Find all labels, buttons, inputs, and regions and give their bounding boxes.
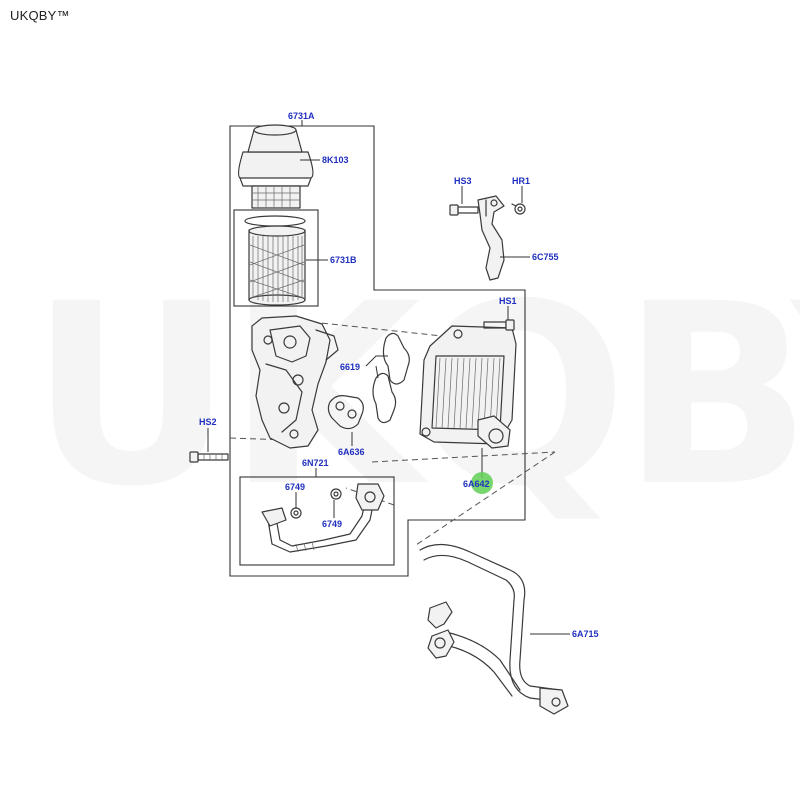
seal-6a636 xyxy=(327,395,364,430)
label-hs3: HS3 xyxy=(454,176,472,186)
label-hs2: HS2 xyxy=(199,417,217,427)
leader-6619 xyxy=(365,355,388,379)
gasket-6619-upper xyxy=(382,332,410,385)
label-6n721: 6N721 xyxy=(302,458,329,468)
label-8k103: 8K103 xyxy=(322,155,349,165)
label-6731a: 6731A xyxy=(288,111,315,121)
pipe-assy-6n721 xyxy=(261,483,385,553)
gasket-6619-lower xyxy=(372,372,397,424)
label-6749-b: 6749 xyxy=(322,519,342,529)
bolt-hs2 xyxy=(189,451,229,463)
hose-bracket-6c755 xyxy=(477,195,505,281)
label-6731b: 6731B xyxy=(330,255,357,265)
highlight-dot xyxy=(471,472,493,494)
clip-6749-a xyxy=(290,507,302,519)
oil-cooler xyxy=(419,325,517,449)
bolt-hs1 xyxy=(483,319,515,331)
assembly-outline xyxy=(229,125,526,577)
label-6a636: 6A636 xyxy=(338,447,365,457)
label-hs1: HS1 xyxy=(499,296,517,306)
clip-hr1 xyxy=(511,203,526,215)
label-hr1: HR1 xyxy=(512,176,530,186)
filter-element xyxy=(248,225,306,306)
align-line-top xyxy=(311,321,443,337)
filter-cap xyxy=(237,124,314,209)
label-6c755: 6C755 xyxy=(532,252,559,262)
hose-6a715 xyxy=(419,543,569,715)
label-6619: 6619 xyxy=(340,362,360,372)
bolt-hs3 xyxy=(449,204,479,216)
clip-6749-b xyxy=(330,488,342,500)
filter-housing xyxy=(251,315,339,449)
label-6749-a: 6749 xyxy=(285,482,305,492)
label-6a642: 6A642 xyxy=(463,479,490,489)
pipe-assy-box xyxy=(239,476,395,566)
align-line-diag-1 xyxy=(415,451,556,546)
label-6a715: 6A715 xyxy=(572,629,599,639)
align-line-cooler xyxy=(371,451,556,463)
element-box xyxy=(233,209,319,307)
o-ring xyxy=(244,215,306,227)
brand-logo-text: UKQBY™ xyxy=(10,8,70,23)
